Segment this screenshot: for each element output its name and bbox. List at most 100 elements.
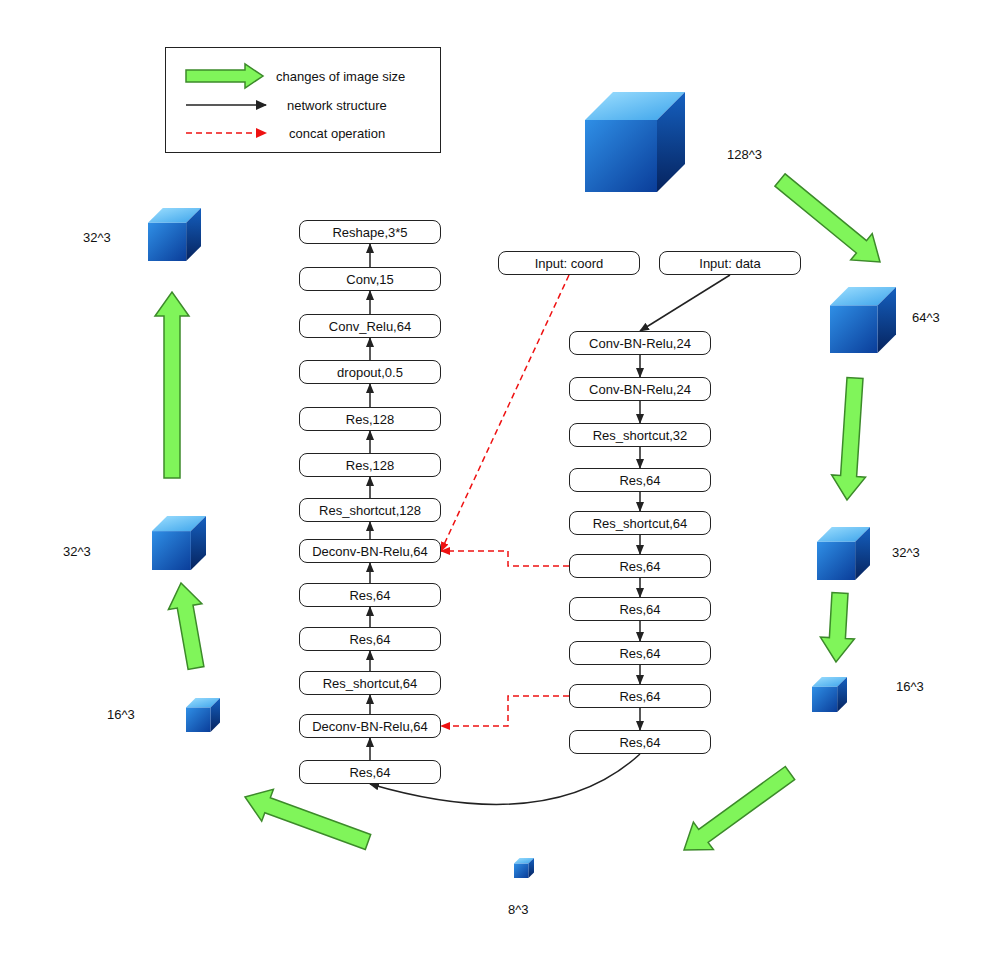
- layer-box: Res_shortcut,128: [299, 498, 441, 522]
- layer-box: Res_shortcut,64: [299, 671, 441, 695]
- layer-box: Reshape,3*5: [299, 220, 441, 244]
- cube-icon: [830, 287, 896, 353]
- flow-connector: [640, 275, 730, 331]
- layer-text: Deconv-BN-Relu,64: [312, 544, 428, 559]
- size-label: 16^3: [107, 707, 135, 722]
- size-arrow: [832, 378, 866, 501]
- layer-box: Res,64: [569, 554, 711, 578]
- layer-box: Deconv-BN-Relu,64: [299, 539, 441, 563]
- flow-connector: [639, 665, 641, 684]
- cube-icon: [514, 858, 534, 878]
- layer-text: Res,64: [349, 632, 390, 647]
- legend-line: [186, 104, 266, 106]
- size-label: 64^3: [912, 310, 940, 325]
- layer-text: Res_shortcut,32: [593, 428, 688, 443]
- size-arrow: [168, 583, 204, 669]
- layer-text: dropout,0.5: [337, 365, 403, 380]
- layer-text: Res,64: [619, 689, 660, 704]
- size-label: 32^3: [892, 545, 920, 560]
- layer-text: Conv-BN-Relu,24: [589, 336, 691, 351]
- flow-connector: [369, 563, 371, 583]
- layer-text: Reshape,3*5: [332, 225, 407, 240]
- legend-swatch: [186, 64, 263, 88]
- flow-connector: [639, 492, 641, 511]
- legend-arrowhead: [256, 128, 267, 138]
- flow-connector: [369, 522, 371, 539]
- cube-icon: [152, 516, 206, 570]
- layer-text: Conv-BN-Relu,24: [589, 382, 691, 397]
- layer-text: Res,64: [619, 473, 660, 488]
- flow-connector: [369, 291, 371, 314]
- flow-connector: [639, 621, 641, 641]
- layer-box: Res,64: [569, 730, 711, 754]
- size-label: 32^3: [63, 544, 91, 559]
- layer-text: Res,64: [619, 735, 660, 750]
- flow-connector: [369, 477, 371, 498]
- layer-text: Res,64: [619, 646, 660, 661]
- layer-text: Res,64: [619, 559, 660, 574]
- cube-icon: [148, 208, 201, 261]
- flow-connector: [369, 695, 371, 714]
- flow-connector: [369, 431, 371, 453]
- cube-icon: [585, 92, 685, 192]
- concat-connector: [441, 696, 569, 726]
- legend-box: changes of image sizenetwork structureco…: [165, 47, 441, 153]
- cube-icon: [186, 698, 220, 732]
- layer-box: Res,64: [569, 468, 711, 492]
- flow-connector: [369, 384, 371, 407]
- layer-box: Res,64: [299, 583, 441, 607]
- legend-text: network structure: [287, 98, 387, 113]
- legend-text: concat operation: [289, 126, 385, 141]
- flow-connector: [639, 401, 641, 423]
- flow-connector: [369, 738, 371, 760]
- flow-connector: [639, 355, 641, 377]
- flow-connector: [639, 578, 641, 597]
- layer-box: Res,64: [299, 627, 441, 651]
- size-label: 32^3: [83, 230, 111, 245]
- size-arrow: [684, 767, 795, 851]
- layer-text: Res_shortcut,128: [319, 503, 421, 518]
- flow-connector: [369, 651, 371, 671]
- layer-text: Res_shortcut,64: [593, 516, 688, 531]
- layer-box: Input: coord: [498, 251, 640, 275]
- size-arrow: [775, 174, 880, 262]
- layer-text: Res,64: [349, 765, 390, 780]
- flow-connector: [639, 447, 641, 468]
- layer-box: Res,64: [299, 760, 441, 784]
- layer-text: Res,128: [346, 412, 394, 427]
- layer-text: Res,64: [619, 602, 660, 617]
- layer-box: Res_shortcut,32: [569, 423, 711, 447]
- layer-text: Res_shortcut,64: [323, 676, 418, 691]
- size-arrow: [155, 292, 189, 478]
- cube-icon: [817, 527, 870, 580]
- layer-text: Conv,15: [346, 272, 393, 287]
- layer-box: Res,128: [299, 453, 441, 477]
- cube-icon: [812, 677, 847, 712]
- concat-connector: [441, 551, 569, 566]
- layer-box: Res,64: [569, 597, 711, 621]
- layer-box: Conv_Relu,64: [299, 314, 441, 338]
- size-arrow: [245, 789, 371, 849]
- layer-text: Input: data: [699, 256, 760, 271]
- concat-connector: [441, 275, 569, 551]
- layer-box: Conv-BN-Relu,24: [569, 377, 711, 401]
- layer-box: Res_shortcut,64: [569, 511, 711, 535]
- size-arrow: [820, 593, 854, 663]
- size-label: 16^3: [896, 679, 924, 694]
- layer-text: Conv_Relu,64: [329, 319, 411, 334]
- layer-box: Conv-BN-Relu,24: [569, 331, 711, 355]
- size-label: 128^3: [727, 147, 762, 162]
- legend-dashed-line: [186, 132, 258, 134]
- layer-box: Conv,15: [299, 267, 441, 291]
- flow-connector: [369, 338, 371, 360]
- flow-connector: [639, 535, 641, 554]
- flow-connector: [369, 244, 371, 267]
- legend-arrowhead: [256, 100, 267, 110]
- layer-box: dropout,0.5: [299, 360, 441, 384]
- flow-connector: [369, 607, 371, 627]
- layer-box: Deconv-BN-Relu,64: [299, 714, 441, 738]
- layer-box: Res,64: [569, 641, 711, 665]
- layer-box: Input: data: [659, 251, 801, 275]
